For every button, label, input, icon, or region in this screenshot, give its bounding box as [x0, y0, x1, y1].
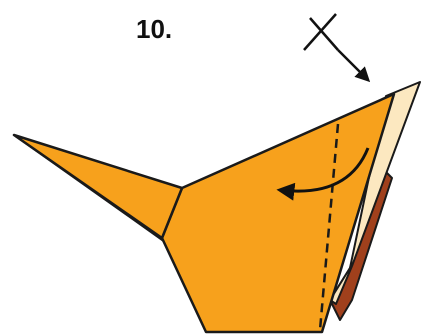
curved-fold-arrow-icon [276, 147, 370, 201]
valley-fold-line [318, 123, 340, 331]
step-number: 10. [136, 14, 173, 44]
back-layer-cream [329, 81, 421, 305]
diagonal-arrow-icon [337, 49, 371, 83]
nose-point [12, 133, 184, 240]
main-body-panel [160, 92, 396, 334]
x-mark-icon [303, 13, 339, 51]
